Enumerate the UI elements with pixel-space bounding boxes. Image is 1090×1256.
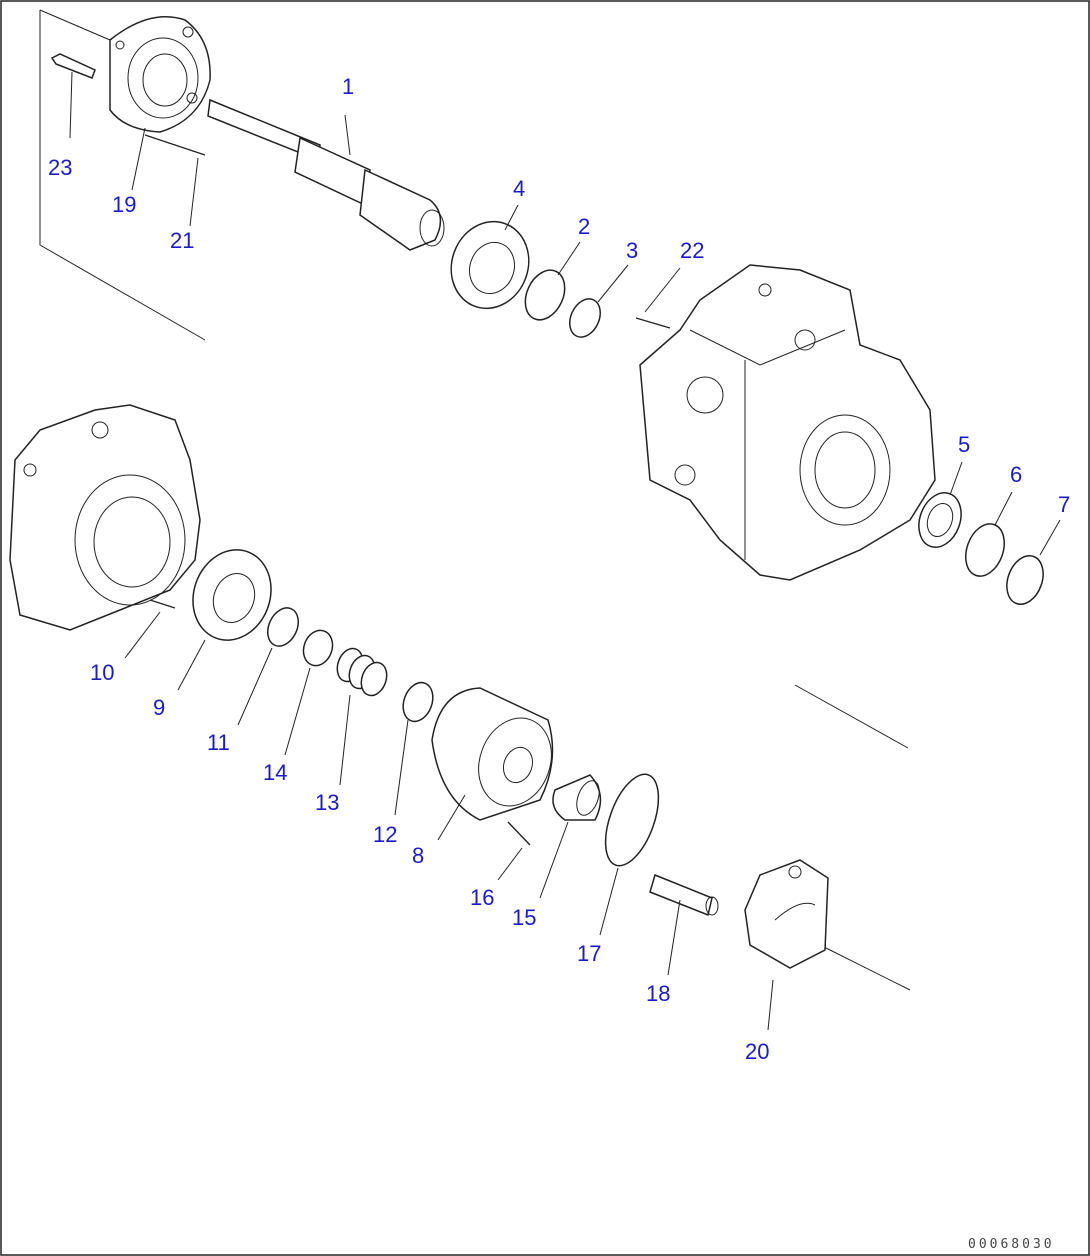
callout-10: 10 [90,660,114,685]
bolt-part-23 [50,53,96,139]
callout-20: 20 [745,1039,769,1064]
callout-2: 2 [578,214,590,239]
callout-23: 23 [48,155,72,180]
drawing-code: 00068030 [968,1237,1055,1252]
callout-12: 12 [373,822,397,847]
boundary-lines [39,9,911,991]
callout-13: 13 [315,790,339,815]
washer-part-14 [284,629,334,756]
callout-6: 6 [1010,462,1022,487]
spring-part-13 [336,647,388,786]
cylinder-block-part-8 [431,687,554,841]
snap-ring-part-3 [569,264,629,338]
seal-part-6 [964,491,1013,577]
pin-part-16 [497,821,531,881]
snap-ring-part-7 [1006,519,1061,605]
collar-part-12 [394,681,434,816]
callout-14: 14 [263,760,287,785]
snap-ring-part-11 [237,607,299,726]
ball-guide-part-15 [539,774,602,899]
bearing-part-5 [918,461,963,548]
callout-5: 5 [958,432,970,457]
shaft-pin-part-18 [649,873,719,976]
pin-part-22 [635,267,681,329]
pump-housing-right [639,264,936,581]
front-cover-part-19 [109,16,211,133]
callout-16: 16 [470,885,494,910]
callout-22: 22 [680,238,704,263]
callout-21: 21 [170,228,194,253]
pump-housing-left [9,404,201,631]
valve-plate-part-4 [450,204,530,310]
callout-7: 7 [1058,492,1070,517]
callout-19: 19 [112,192,136,217]
shaft-part-1 [207,98,445,251]
callout-4: 4 [513,176,525,201]
callout-11: 11 [207,730,230,755]
callout-9: 9 [153,695,165,720]
callout-3: 3 [626,238,638,263]
valve-plate-part-9 [177,549,272,691]
callout-17: 17 [577,941,601,966]
swash-plate-part-17 [599,773,660,936]
rocker-cam-part-20 [744,859,829,1031]
callout-15: 15 [512,905,536,930]
callout-8: 8 [412,843,424,868]
ring-part-2 [524,241,581,321]
pin-part-21 [144,134,206,227]
callout-1: 1 [342,74,354,99]
callout-18: 18 [646,981,670,1006]
pin-part-10 [124,599,176,659]
